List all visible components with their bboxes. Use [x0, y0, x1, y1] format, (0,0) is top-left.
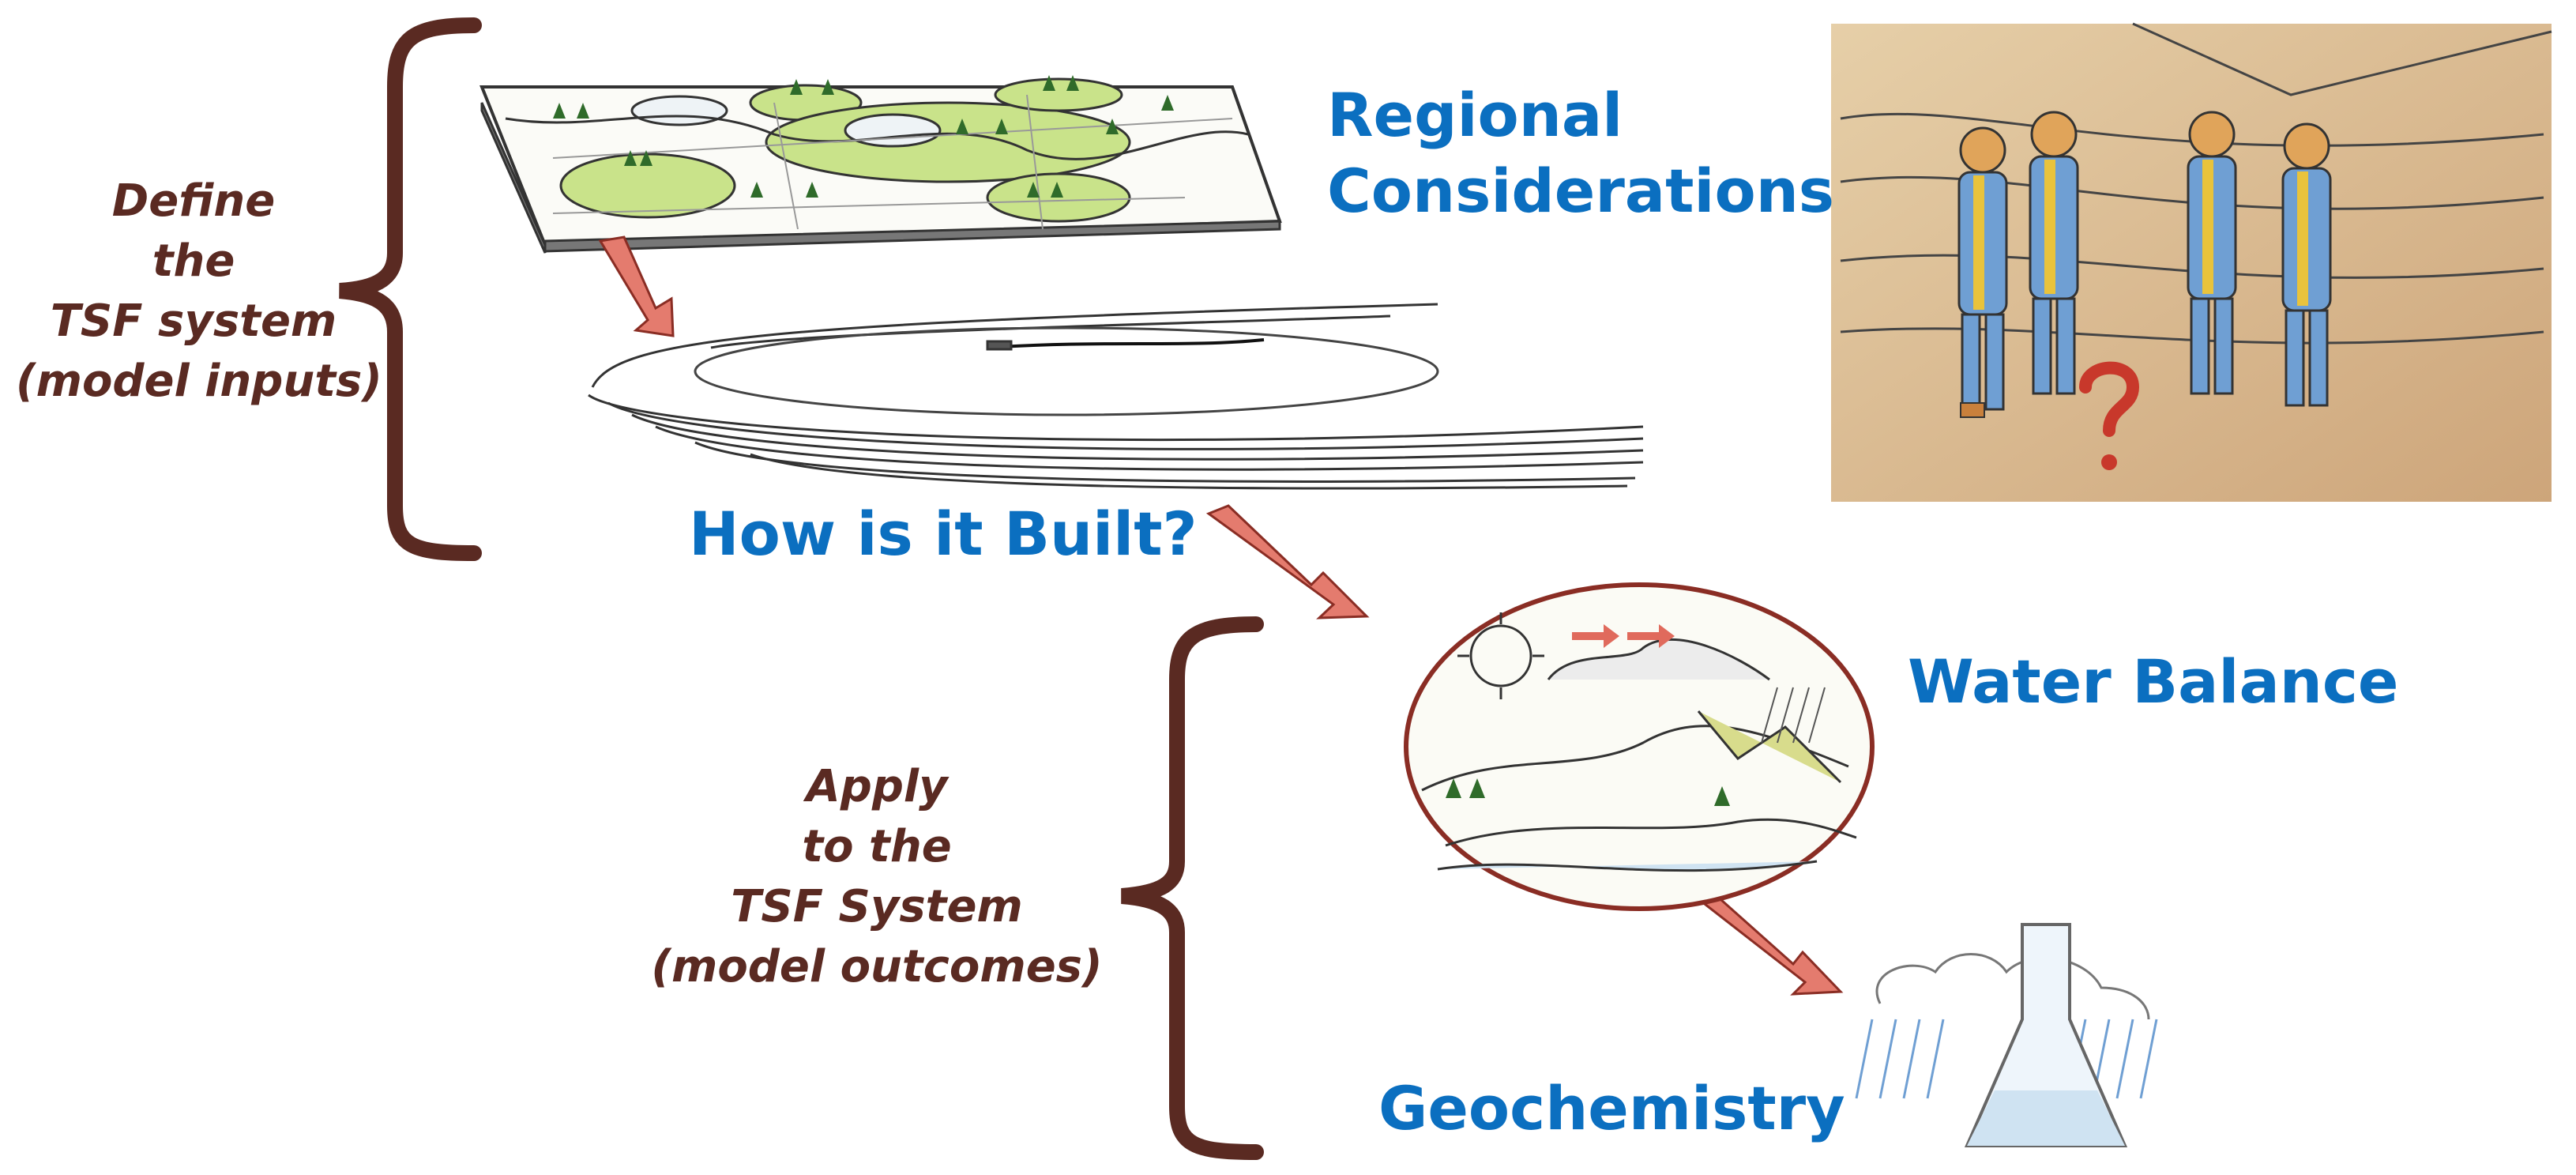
note-apply-line1: Apply: [806, 761, 948, 812]
note-define-line4: (model inputs): [16, 356, 382, 407]
flask-sketch: [1855, 923, 2158, 1147]
top-brace: [339, 17, 482, 561]
label-how-is-it-built: How is it Built?: [689, 499, 1198, 569]
bottom-brace: [1121, 616, 1264, 1160]
note-define-line2: the: [152, 235, 235, 287]
arrow-map-to-dam: [598, 235, 675, 337]
tsf-dam-sketch: [588, 303, 1644, 490]
note-apply-tsf-system: Apply to the TSF System (model outcomes): [632, 757, 1122, 997]
question-mark-icon: [2079, 361, 2140, 437]
label-regional-line2: Considerations: [1327, 156, 1835, 226]
note-define-line3: TSF system: [50, 296, 337, 347]
note-apply-line2: to the: [802, 821, 952, 872]
label-water-balance: Water Balance: [1908, 646, 2399, 717]
label-geochemistry: Geochemistry: [1378, 1073, 1845, 1143]
workers-sketch: [1831, 22, 2552, 502]
note-define-tsf-system: Define the TSF system (model inputs): [16, 171, 382, 412]
note-define-line1: Define: [111, 175, 276, 227]
note-apply-line3: TSF System: [731, 881, 1023, 932]
note-apply-line4: (model outcomes): [651, 941, 1103, 992]
water-cycle-sketch: [1404, 582, 1875, 911]
label-regional-considerations: Regional Considerations: [1327, 77, 1834, 229]
arrow-built-to-water: [1205, 504, 1370, 620]
label-regional-line1: Regional: [1327, 80, 1623, 150]
worker-figures: [1957, 111, 2332, 418]
tsf-map-sketch: [479, 75, 1282, 254]
sun-icon: [1469, 624, 1532, 687]
